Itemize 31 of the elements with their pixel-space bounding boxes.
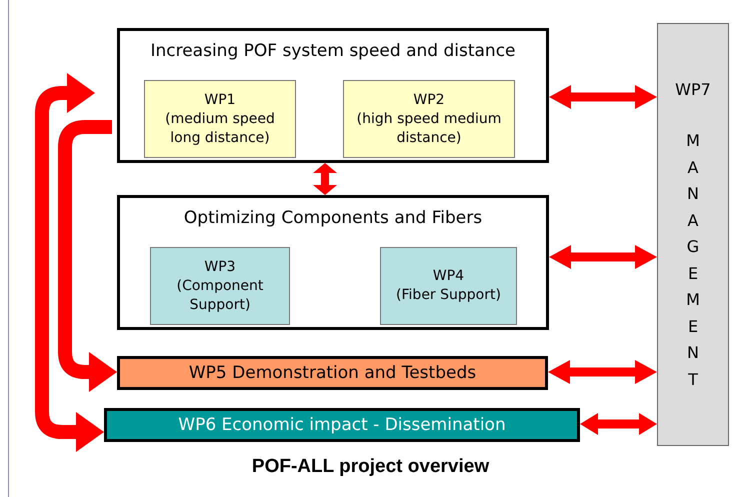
diagram-title: POF-ALL project overview [250, 456, 490, 478]
package-code: WP7 [675, 80, 711, 99]
package-code: WP1 [204, 90, 236, 110]
double-arrow [580, 413, 657, 435]
double-arrow [35, 73, 104, 452]
management-column [657, 23, 729, 446]
work-package-box [380, 247, 517, 325]
arrow [58, 120, 117, 392]
double-arrow [549, 85, 657, 109]
group-heading: Optimizing Components and Fibers [184, 208, 482, 228]
package-code: WP3 [204, 258, 236, 276]
work-package-bar [104, 408, 580, 442]
work-package-box [343, 80, 515, 158]
work-package-box [144, 80, 296, 158]
package-label: WP5 Demonstration and Testbeds [188, 363, 476, 383]
double-arrow [548, 360, 657, 384]
package-description: (medium speed long distance) [164, 110, 276, 148]
package-code: WP4 [432, 267, 464, 286]
double-arrow [313, 163, 337, 195]
package-code: WP2 [413, 90, 445, 110]
group-heading: Increasing POF system speed and distance [150, 41, 516, 61]
group-box [117, 195, 549, 330]
group-box [117, 28, 549, 163]
package-description: (high speed medium distance) [356, 110, 502, 148]
work-package-bar [117, 356, 548, 390]
package-description: (Component Support) [176, 276, 264, 314]
vertical-label: MANAGEMENT [685, 130, 701, 390]
package-description: (Fiber Support) [395, 286, 502, 305]
double-arrow [549, 245, 657, 269]
package-label: WP6 Economic impact - Dissemination [178, 415, 506, 435]
work-package-box [150, 247, 290, 325]
